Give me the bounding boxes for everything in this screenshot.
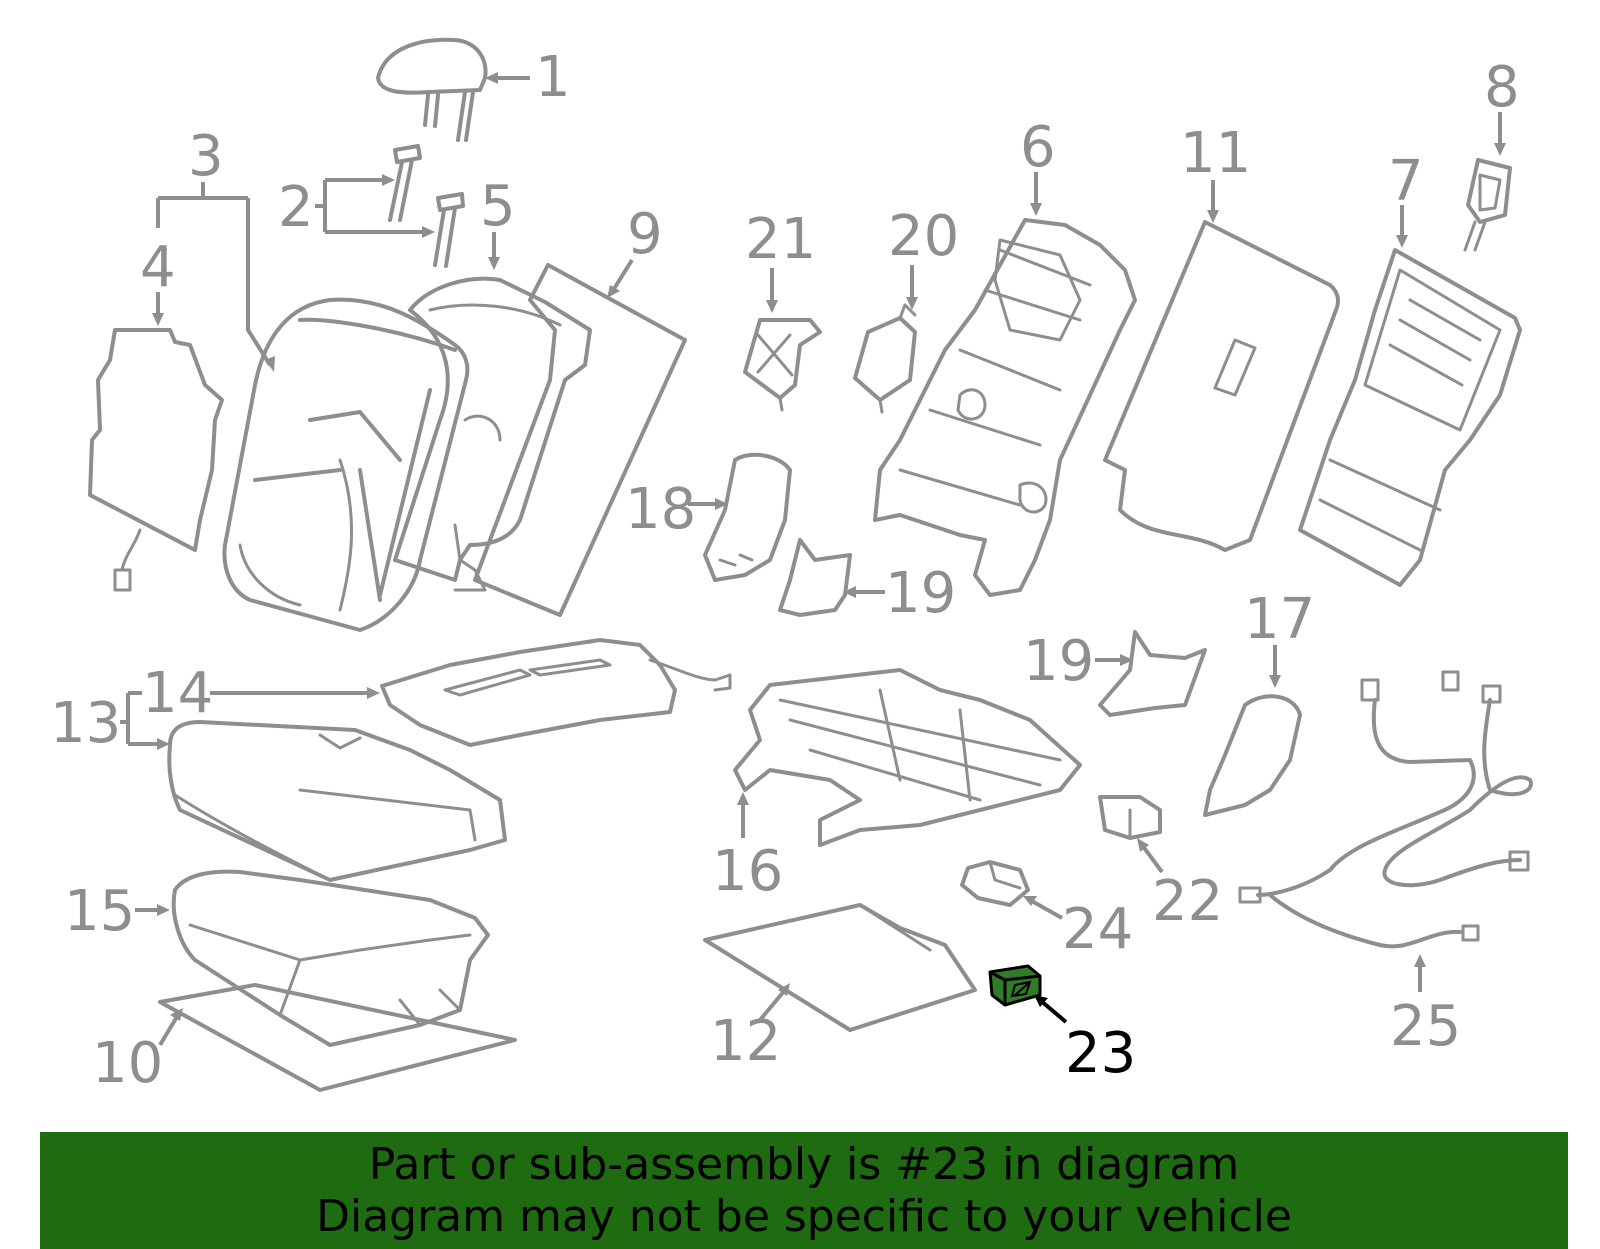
callout-5: 5 bbox=[480, 174, 516, 239]
callout-20: 20 bbox=[888, 204, 959, 269]
callout-18: 18 bbox=[625, 477, 696, 542]
part-24-switch bbox=[960, 860, 1030, 907]
callout-24: 24 bbox=[1062, 897, 1133, 962]
part-15-cushion-pad bbox=[171, 869, 490, 1047]
part-12-sheet bbox=[703, 903, 977, 1032]
callout-11: 11 bbox=[1180, 121, 1251, 186]
callout-23: 23 bbox=[1065, 1021, 1136, 1086]
callout-3: 3 bbox=[188, 124, 224, 189]
callout-21: 21 bbox=[745, 207, 816, 272]
part-21-bracket bbox=[743, 318, 822, 412]
part-19-bracket-lower bbox=[1098, 630, 1207, 717]
part-2-headrest-guides bbox=[388, 144, 465, 268]
part-1-headrest bbox=[376, 37, 488, 142]
callout-labels: 1 2 3 4 5 6 7 8 9 10 11 12 13 14 15 16 1… bbox=[50, 45, 1520, 1096]
callout-17: 17 bbox=[1244, 587, 1315, 652]
callout-14: 14 bbox=[142, 661, 213, 726]
part-8-latch bbox=[1463, 158, 1512, 252]
callout-7: 7 bbox=[1388, 149, 1424, 214]
part-13-seat-cover bbox=[167, 720, 507, 882]
callout-2: 2 bbox=[278, 175, 314, 240]
part-17-cover bbox=[1203, 694, 1302, 817]
part-9-board bbox=[473, 263, 687, 617]
banner-line-disclaimer: Diagram may not be specific to your vehi… bbox=[316, 1190, 1292, 1242]
callout-22: 22 bbox=[1152, 869, 1223, 934]
part-7-back-panel bbox=[1298, 248, 1522, 587]
part-16-seat-frame bbox=[733, 668, 1082, 847]
part-11-back-board bbox=[1103, 220, 1340, 552]
callout-15: 15 bbox=[64, 879, 135, 944]
part-19-bracket-upper bbox=[778, 538, 852, 617]
part-4-seatback-pad bbox=[88, 328, 224, 592]
part-18-cover bbox=[703, 452, 792, 582]
part-14-seat-heater bbox=[380, 638, 732, 747]
part-6-seatback-frame bbox=[873, 218, 1137, 597]
callout-9: 9 bbox=[627, 202, 663, 267]
callout-13: 13 bbox=[50, 691, 121, 756]
callout-leaders bbox=[120, 72, 1506, 1047]
callout-6: 6 bbox=[1020, 115, 1056, 180]
callout-4: 4 bbox=[140, 235, 176, 300]
callout-1: 1 bbox=[535, 45, 571, 110]
callout-8: 8 bbox=[1484, 55, 1520, 120]
callout-19-upper: 19 bbox=[885, 561, 956, 626]
callout-19-lower: 19 bbox=[1023, 629, 1094, 694]
callout-25: 25 bbox=[1390, 994, 1461, 1059]
banner-line-part: Part or sub-assembly is #23 in diagram bbox=[368, 1138, 1240, 1190]
info-banner: Part or sub-assembly is #23 in diagram D… bbox=[40, 1132, 1568, 1249]
part-23-highlighted bbox=[988, 964, 1042, 1007]
callout-16: 16 bbox=[712, 839, 783, 904]
callout-12: 12 bbox=[710, 1009, 781, 1074]
part-22-switch bbox=[1098, 795, 1162, 840]
callout-10: 10 bbox=[92, 1031, 163, 1096]
part-3-seatback-cover bbox=[222, 297, 470, 632]
part-25-wire-harness bbox=[1238, 670, 1533, 949]
part-20-module bbox=[853, 303, 917, 414]
part-10-sheet bbox=[158, 983, 517, 1092]
